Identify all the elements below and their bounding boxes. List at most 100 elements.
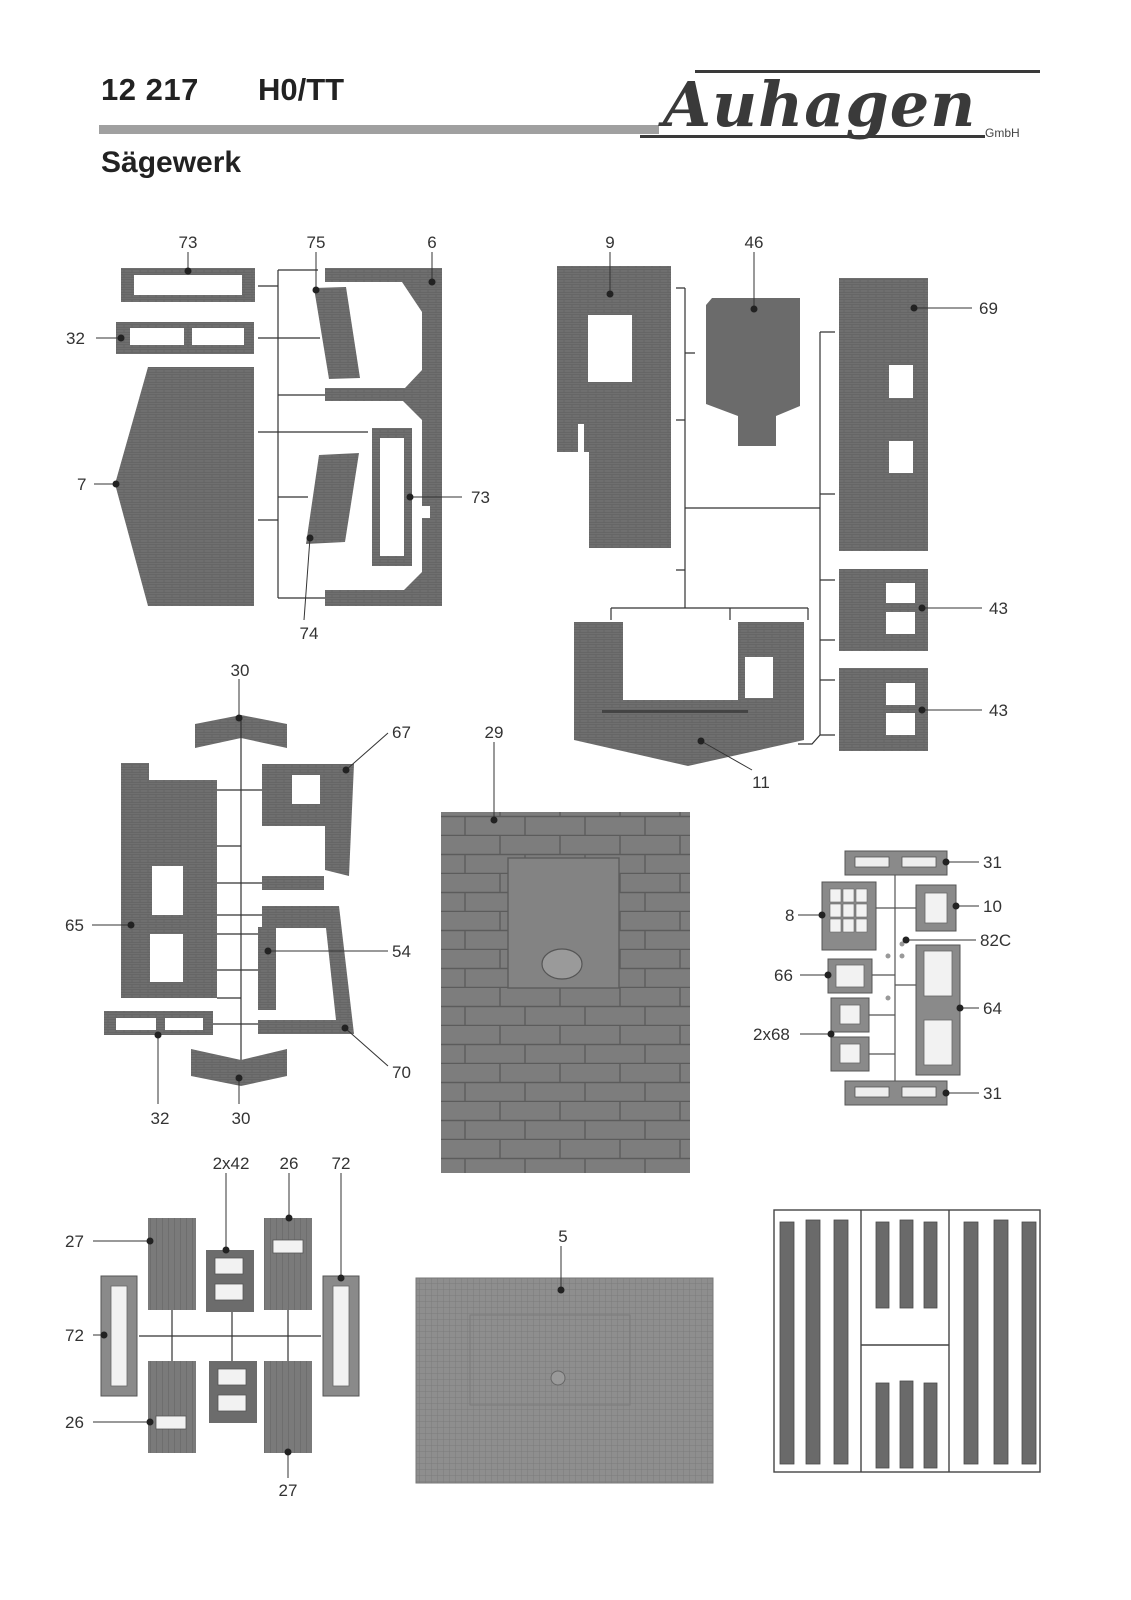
log-short-3	[923, 1221, 938, 1309]
label-31-bottom: 31	[983, 1084, 1002, 1103]
group-door-pieces	[100, 1218, 360, 1453]
logo-bottom-rule	[640, 135, 985, 138]
timber-logs	[779, 1219, 1037, 1469]
group-stone-wall	[441, 812, 690, 1173]
sprue-section-6	[139, 1310, 321, 1361]
part-66-panes	[835, 964, 865, 988]
part-42-window-b1	[217, 1368, 247, 1386]
log-long-6	[1021, 1221, 1037, 1465]
part-31-bottom-window-a	[854, 1086, 890, 1098]
part-64-upper-panes	[923, 950, 953, 997]
part-31-top-window-b	[901, 856, 937, 868]
part-26-door-bottom	[148, 1361, 196, 1453]
header-rule	[99, 125, 659, 134]
log-short-4	[875, 1382, 890, 1469]
group-timber-sprue	[773, 1209, 1041, 1473]
log-short-1	[875, 1221, 890, 1309]
brand-logo: Auhagen GmbH	[635, 68, 1065, 148]
part-67-lower-strip	[262, 876, 324, 890]
part-82c-pin-d	[885, 995, 891, 1001]
label-10: 10	[983, 897, 1002, 916]
scale-label: H0/TT	[258, 72, 345, 107]
label-5: 5	[558, 1227, 567, 1246]
label-46: 46	[745, 233, 764, 252]
label-26-top: 26	[280, 1154, 299, 1173]
label-43-a: 43	[989, 599, 1008, 618]
part-26-door-top	[264, 1218, 312, 1310]
part-29-boss	[541, 948, 583, 980]
part-73-vertical-window	[380, 438, 404, 556]
part-68-panes-b	[839, 1043, 861, 1064]
part-43-wall-b	[839, 668, 928, 751]
label-8: 8	[785, 906, 794, 925]
part-74-roof-strip	[306, 453, 359, 544]
part-26-door-bottom-window	[155, 1415, 187, 1430]
sprue-section-2	[610, 287, 835, 745]
label-69: 69	[979, 299, 998, 318]
group-base-plate	[415, 1277, 714, 1484]
part-65-window-b	[150, 934, 183, 982]
label-27-top: 27	[65, 1232, 84, 1251]
sprue-section-5	[869, 875, 916, 1081]
part-9-slot	[578, 424, 584, 564]
part-11-gable-wall	[574, 622, 804, 766]
label-7: 7	[77, 475, 86, 494]
leader-dots	[100, 267, 964, 1456]
sprue-section-3	[213, 715, 262, 1060]
part-27-door-bottom	[264, 1361, 312, 1453]
label-43-b: 43	[989, 701, 1008, 720]
part-72-frame-left-panes	[110, 1285, 128, 1387]
part-9-wall	[557, 266, 671, 590]
part-46-roof-plate	[706, 298, 800, 446]
label-26-bottom: 26	[65, 1413, 84, 1432]
label-32-top: 32	[66, 329, 85, 348]
part-32-window-b	[192, 328, 244, 345]
page-title: Sägewerk	[101, 146, 242, 179]
label-2x68: 2x68	[753, 1025, 790, 1044]
part-27-door-top	[148, 1218, 196, 1310]
article-number: 12 217	[101, 72, 199, 107]
part-5-centre-boss	[550, 1370, 566, 1386]
part-labels: 73 75 6 32 7 73 74 9 46 69 43 43 11 30 6…	[65, 233, 1011, 1500]
label-73-side: 73	[471, 488, 490, 507]
part-32-lower-window-a	[116, 1018, 156, 1030]
group-wall-pieces-left	[115, 268, 442, 606]
label-72-left: 72	[65, 1326, 84, 1345]
part-5-inner-panel	[469, 1314, 631, 1406]
part-64-lower-panes	[923, 1019, 953, 1066]
label-30-top: 30	[231, 661, 250, 680]
part-67-wall	[262, 764, 354, 876]
part-75-roof-strip	[314, 287, 360, 379]
part-10-panes	[924, 892, 948, 924]
log-short-2	[899, 1219, 914, 1309]
group-wall-pieces-right	[557, 266, 928, 766]
logo-suffix: GmbH	[985, 126, 1020, 140]
part-7-gable-wall	[115, 367, 254, 606]
label-29: 29	[485, 723, 504, 742]
log-long-1	[779, 1221, 795, 1465]
label-74: 74	[300, 624, 319, 643]
group-window-sprue	[821, 850, 961, 1106]
part-8-panes	[829, 888, 868, 933]
label-31-top: 31	[983, 853, 1002, 872]
part-43-wall-a	[839, 569, 928, 651]
label-82c: 82C	[980, 931, 1011, 950]
part-11-slot	[602, 710, 748, 713]
part-72-frame-right-panes	[332, 1285, 350, 1387]
part-54-strip	[258, 927, 276, 1010]
label-9: 9	[605, 233, 614, 252]
part-68-panes-a	[839, 1004, 861, 1025]
part-70-wall	[258, 906, 354, 1034]
logo-wordmark: Auhagen	[663, 68, 977, 141]
part-32-window-a	[130, 328, 184, 345]
part-31-bottom-window-b	[901, 1086, 937, 1098]
label-72-top: 72	[332, 1154, 351, 1173]
part-42-window-a2	[214, 1283, 244, 1301]
log-long-4	[963, 1221, 979, 1465]
label-65: 65	[65, 916, 84, 935]
part-26-door-top-window	[272, 1239, 304, 1254]
part-82c-pin-b	[885, 953, 891, 959]
log-long-2	[805, 1219, 821, 1465]
log-short-5	[899, 1380, 914, 1469]
